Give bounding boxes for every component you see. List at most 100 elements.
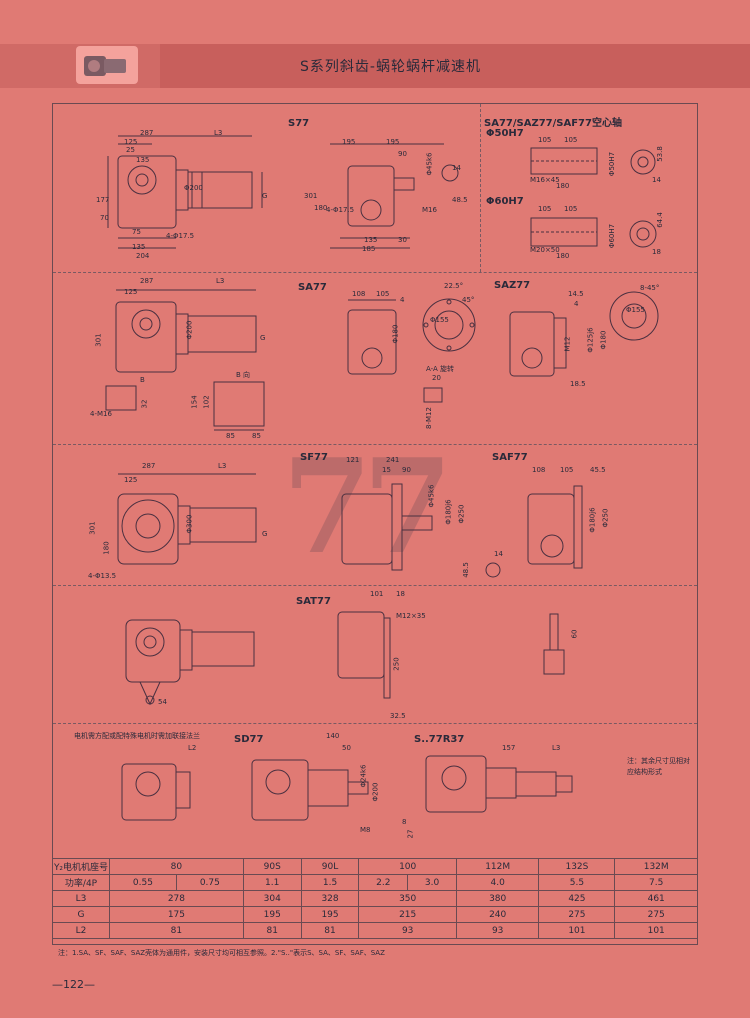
dim-label: 195 — [386, 138, 400, 146]
table-cell: 81 — [300, 922, 360, 939]
sa77-flange-view-drawing — [414, 290, 484, 364]
dim-label: Φ50H7 — [608, 151, 617, 177]
dim-label: 108 — [352, 290, 366, 298]
dim-label: Φ155 — [626, 306, 645, 314]
dim-label: 135 — [364, 236, 378, 244]
dim-label: 50 — [342, 744, 351, 752]
dim-label: Φ180j6 — [588, 507, 597, 533]
dim-label: 90 — [398, 150, 407, 158]
dim-label: Φ300 — [185, 514, 194, 534]
dim-label: 301 — [88, 521, 97, 535]
dim-label: 8-45° — [640, 284, 660, 292]
table-cell: 81 — [109, 922, 244, 939]
dim-label: 8 — [402, 818, 407, 826]
saz77-title: SAZ77 — [494, 280, 531, 291]
dim-label: 101 — [370, 590, 384, 598]
dim-label: 4-Φ13.5 — [88, 572, 117, 580]
gearbox-logo-icon — [76, 46, 138, 84]
dim-label: 287 — [142, 462, 156, 470]
dim-label: 105 — [564, 136, 578, 144]
dim-label: 60 — [570, 629, 579, 639]
dim-label: 154 — [190, 395, 199, 409]
table-cell: 195 — [300, 906, 360, 923]
dim-label: 27 — [406, 829, 415, 839]
sr37-title: S..77R37 — [414, 734, 465, 745]
dim-label: Φ60H7 — [608, 223, 617, 249]
dim-label: 70 — [100, 214, 109, 222]
section-divider — [53, 444, 697, 445]
dim-label: 32 — [140, 399, 149, 409]
dim-label: 301 — [94, 333, 103, 347]
dim-label: 140 — [326, 732, 340, 740]
section-divider-vertical — [480, 104, 481, 272]
dim-label: M12×35 — [396, 612, 426, 620]
table-cell: 5.5 — [538, 874, 616, 891]
sat77-front-view-drawing — [110, 604, 270, 718]
dim-label: 75 — [132, 228, 141, 236]
table-cell: 93 — [358, 922, 457, 939]
dim-label: 287 — [140, 129, 154, 137]
dim-label: Φ250 — [457, 504, 466, 524]
page-number: —122— — [52, 978, 95, 991]
dim-label: 32.5 — [390, 712, 406, 720]
table-cell: 2.2 — [358, 874, 409, 891]
table-cell: 275 — [538, 906, 616, 923]
dim-label: Φ180 — [391, 324, 400, 344]
table-cell: 3.0 — [407, 874, 457, 891]
drawing-frame — [52, 103, 698, 945]
sa77-b-view-drawing — [188, 376, 278, 440]
dim-label: 22.5° — [444, 282, 464, 290]
sf77-title: SF77 — [300, 452, 328, 463]
sr37-main-drawing — [422, 750, 592, 824]
table-cell: 215 — [358, 906, 457, 923]
sa77-aa-section-drawing — [418, 382, 458, 416]
section-divider — [53, 272, 697, 273]
dim-label: M8 — [360, 826, 371, 834]
sa77-title: SA77 — [298, 282, 327, 293]
saz77-flange-view-drawing — [604, 286, 664, 350]
table-cell: 90S — [242, 858, 302, 875]
dim-label: Φ200 — [371, 782, 380, 802]
dim-label: 195 — [342, 138, 356, 146]
dim-label: 45° — [462, 296, 475, 304]
sf77-front-view-drawing — [92, 470, 282, 584]
table-cell: 132S — [538, 858, 616, 875]
dim-label: 125 — [124, 138, 138, 146]
dim-label: Φ45k6 — [425, 152, 434, 176]
dim-label: 102 — [202, 395, 211, 409]
dim-label: Φ200 — [185, 320, 194, 340]
sf77-side-view-drawing — [334, 476, 474, 580]
dim-label: 18 — [652, 248, 661, 256]
table-cell: 112M — [455, 858, 540, 875]
table-cell: 101 — [538, 922, 616, 939]
dim-label: 287 — [140, 277, 154, 285]
dim-label: Φ250 — [601, 508, 610, 528]
section-divider — [53, 723, 697, 724]
dim-label: 121 — [346, 456, 360, 464]
header-title-background — [160, 44, 750, 88]
dim-label: 85 — [252, 432, 261, 440]
s77-front-view-drawing — [92, 128, 282, 267]
dim-label: M16 — [422, 206, 437, 214]
dim-label: 105 — [538, 205, 552, 213]
table-cell: 304 — [242, 890, 302, 907]
dim-label: M20×50 — [530, 246, 560, 254]
dim-label: 105 — [560, 466, 574, 474]
sr37-note: 注：其余尺寸见相对应结构形式 — [627, 757, 690, 776]
saf77-title: SAF77 — [492, 452, 528, 463]
dim-label: 4-M16 — [90, 410, 112, 418]
table-cell: 93 — [455, 922, 540, 939]
dim-label: 135 — [132, 243, 146, 251]
sd77-title: SD77 — [234, 734, 264, 745]
dim-label: 20 — [432, 374, 441, 382]
dim-label: Φ45k6 — [427, 484, 436, 508]
dim-label: 14 — [452, 164, 461, 172]
dim-label: 301 — [304, 192, 318, 200]
table-cell: 350 — [358, 890, 457, 907]
sa77-front-view-drawing — [92, 284, 282, 388]
footnote: 注：1.SA、SF、SAF、SAZ壳体为通用件，安装尺寸均可相互参照。2."S.… — [58, 949, 385, 957]
